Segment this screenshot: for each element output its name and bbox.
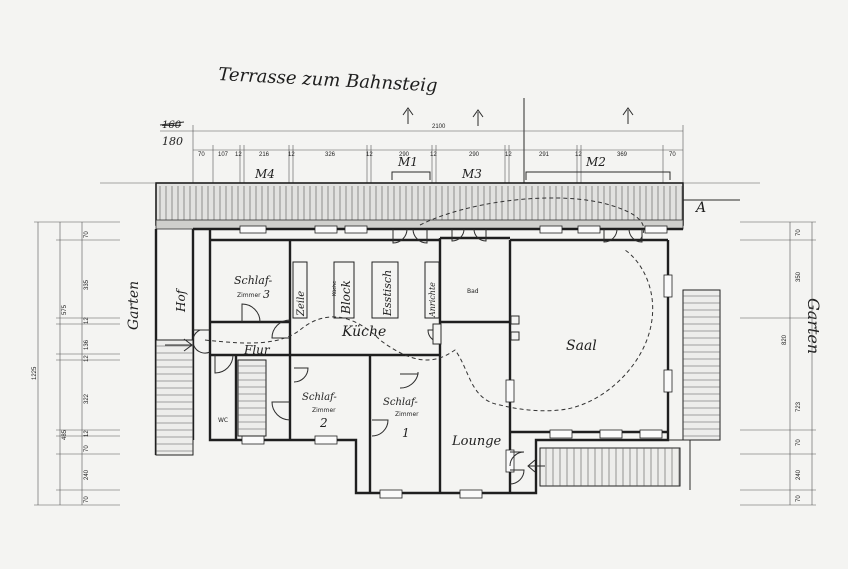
dim-left-o10: 70 [84, 496, 90, 503]
dim-right-7: 70 [796, 495, 802, 502]
dim-seg-7: 12 [366, 152, 373, 158]
left-stairs [155, 339, 267, 456]
room-schlaf1-label: Schlaf- [383, 397, 418, 408]
room-schlaf1-sub: Zimmer [395, 411, 419, 418]
dim-right-1: 70 [796, 229, 802, 236]
room-flur-label: Flur [243, 343, 271, 357]
circulation-path-2 [419, 197, 645, 241]
dim-seg-2: 107 [218, 152, 229, 158]
room-schlaf1-number: 1 [402, 426, 410, 440]
dim-seg-8: 290 [399, 152, 410, 158]
room-block-sub: Küche [332, 281, 338, 296]
dim-left-o8: 70 [84, 445, 90, 452]
dim-replaced-value: 180 [162, 135, 183, 148]
dim-left-o3: 12 [84, 317, 90, 324]
top-dimension-chain: 160 180 2100 70 107 12 216 12 326 12 290… [159, 120, 684, 183]
dim-left-mid-2: 485 [62, 429, 68, 440]
module-labels: M4 M1 M3 M2 [254, 155, 671, 181]
room-schlaf3-sub: Zimmer [237, 292, 261, 299]
dim-left-o1: 70 [84, 231, 90, 238]
room-esstisch-label: Esstisch [381, 270, 394, 317]
dim-right-3: 820 [782, 334, 788, 345]
room-schlaf2-number: 2 [319, 416, 328, 430]
dim-left-o9: 240 [84, 469, 90, 480]
axis-marker-a: A [694, 200, 706, 216]
room-anrichte-label: Anrichte [428, 282, 437, 318]
dim-seg-1: 70 [198, 152, 205, 158]
dim-left-o2: 335 [84, 279, 90, 290]
dim-seg-14: 369 [617, 152, 628, 158]
room-labels: Schlaf- 3 Zimmer Zeile Block Küche Essti… [218, 270, 597, 449]
dim-seg-13: 12 [575, 152, 582, 158]
room-lounge-label: Lounge [451, 434, 502, 449]
dim-struck-value: 160 [162, 120, 182, 131]
dim-left-o7: 12 [84, 430, 90, 437]
room-zeile-label: Zeile [296, 291, 307, 317]
dim-left-o4: 136 [84, 339, 90, 350]
kitchen-furniture [292, 261, 440, 319]
right-garden-label: Garten [804, 298, 823, 354]
dim-overall-width: 2100 [432, 124, 446, 130]
module-m1: M1 [397, 155, 418, 169]
terrace-band: A [155, 182, 740, 230]
dim-seg-11: 12 [505, 152, 512, 158]
dim-seg-9: 12 [430, 152, 437, 158]
right-dimension-chain: 70 350 820 723 70 240 70 [740, 221, 816, 506]
module-m4: M4 [254, 167, 275, 181]
right-stairs [539, 289, 721, 490]
room-schlaf2-label: Schlaf- [302, 392, 337, 403]
dim-seg-12: 291 [539, 152, 550, 158]
dim-right-4: 723 [796, 401, 802, 412]
dim-left-overall: 1225 [32, 366, 38, 380]
room-schlaf3-label: Schlaf- [234, 274, 273, 287]
room-wc-label: WC [218, 417, 228, 424]
circulation-path [204, 249, 654, 412]
dim-left-o6: 322 [84, 393, 90, 404]
dim-right-2: 350 [796, 271, 802, 282]
dim-right-6: 240 [796, 469, 802, 480]
module-m3: M3 [461, 167, 482, 181]
left-dimension-chain: 1225 575 485 70 335 12 136 12 322 12 70 … [32, 221, 120, 506]
module-m2: M2 [585, 155, 606, 169]
left-garden-label: Garten [126, 281, 142, 330]
doors [192, 228, 643, 485]
dim-seg-10: 290 [469, 152, 480, 158]
room-block-label: Block [339, 280, 353, 315]
room-kueche-label: Küche [341, 324, 386, 340]
dim-left-mid-1: 575 [62, 304, 68, 315]
dim-seg-15: 70 [669, 152, 676, 158]
left-yard-label: Hof [174, 287, 188, 313]
direction-arrows [402, 107, 634, 126]
room-bad-label: Bad [467, 288, 479, 295]
dim-left-o5: 12 [84, 355, 90, 362]
entry-arrows [165, 338, 545, 473]
dim-seg-3: 12 [235, 152, 242, 158]
dim-seg-4: 216 [259, 152, 270, 158]
room-saal-label: Saal [566, 338, 597, 354]
dim-seg-5: 12 [288, 152, 295, 158]
dim-seg-6: 326 [325, 152, 336, 158]
dim-right-5: 70 [796, 439, 802, 446]
room-schlaf2-sub: Zimmer [312, 407, 336, 414]
room-schlaf3-number: 3 [263, 288, 270, 301]
windows [239, 225, 673, 499]
